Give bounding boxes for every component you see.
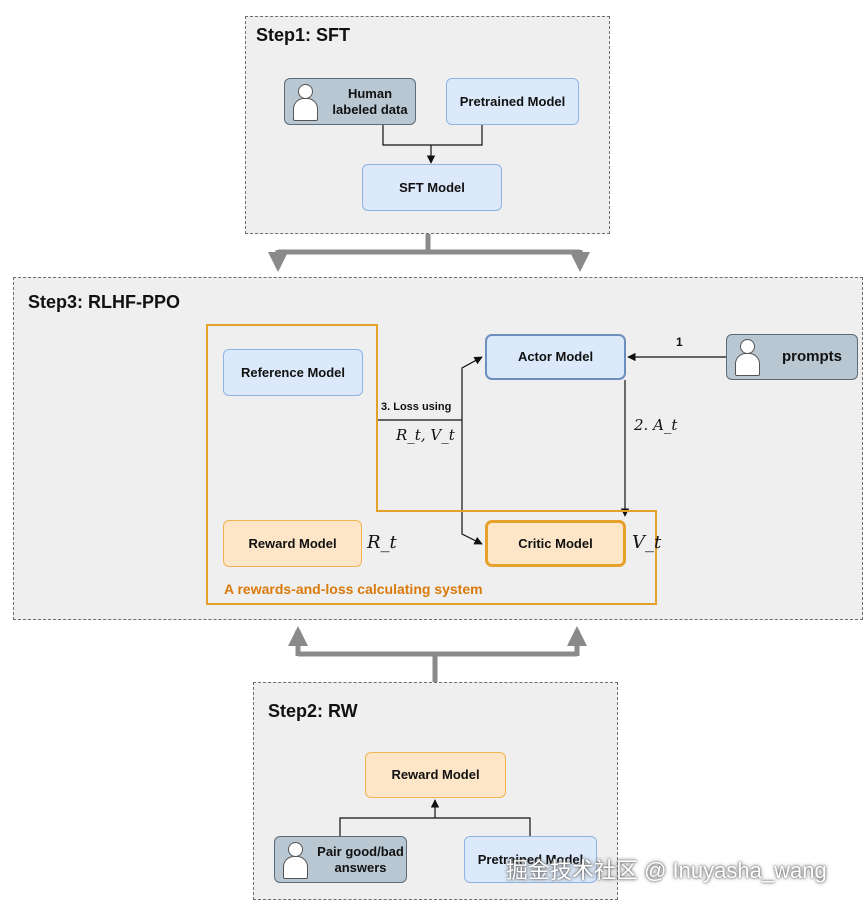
watermark: 掘金技术社区 @ Inuyasha_wang xyxy=(506,858,827,883)
pretrained2-to-reward-line xyxy=(435,817,531,836)
step3-panel: Step3: RLHF-PPO xyxy=(13,277,863,620)
critic-model-node: Critic Model xyxy=(485,520,626,567)
sft-model-label: SFT Model xyxy=(399,179,465,195)
step1-title: Step1: SFT xyxy=(256,25,351,45)
pair-answers-label: Pair good/bad answers xyxy=(317,843,404,875)
loss-to-actor-arrow xyxy=(461,356,483,420)
sft-model-node: SFT Model xyxy=(362,164,502,211)
system-label: A rewards-and-loss calculating system xyxy=(224,581,483,597)
person-icon xyxy=(735,339,760,376)
human-labeled-data-node: Human labeled data xyxy=(284,78,416,125)
edge1-label: 1 xyxy=(676,335,683,349)
reference-model-node: Reference Model xyxy=(223,349,363,396)
person-icon xyxy=(283,841,308,879)
reward-model-node-step2: Reward Model xyxy=(365,752,506,798)
pretrained-model-node: Pretrained Model xyxy=(446,78,579,125)
reward-model-node-step3: Reward Model xyxy=(223,520,362,567)
pair-to-reward-line xyxy=(339,817,435,836)
reward-model-label-step3: Reward Model xyxy=(248,535,337,551)
step2-title: Step2: RW xyxy=(268,701,358,721)
critic-var: V_t xyxy=(632,532,662,553)
pretrained-model-node-step2: Pretrained Model xyxy=(464,836,597,883)
pretrained-model-label-step2: Pretrained Model xyxy=(477,851,584,867)
reference-model-label: Reference Model xyxy=(240,364,346,380)
human-labeled-data-label: Human labeled data xyxy=(332,85,408,117)
critic-model-label: Critic Model xyxy=(518,535,593,551)
step3-title: Step3: RLHF-PPO xyxy=(28,292,181,312)
pretrained-model-label: Pretrained Model xyxy=(459,93,566,109)
loss-label: 3. Loss using xyxy=(381,401,452,413)
actor-model-node: Actor Model xyxy=(485,334,626,380)
pair-answers-node: Pair good/bad answers xyxy=(274,836,407,883)
system-boundary-shape xyxy=(206,324,657,605)
person-icon xyxy=(293,83,318,121)
prompts-label: prompts xyxy=(782,348,842,365)
loss-vars: R_t, V_t xyxy=(396,426,455,444)
reward-var: R_t xyxy=(367,532,397,553)
advantage-label: 2. A_t xyxy=(634,416,678,434)
human-to-sft-line xyxy=(382,125,431,146)
reward-model-label-step2: Reward Model xyxy=(391,767,480,782)
pretrained-to-sft-line xyxy=(431,125,483,146)
prompts-node: prompts xyxy=(726,334,858,380)
loss-to-critic-arrow xyxy=(461,420,483,545)
actor-model-label: Actor Model xyxy=(517,349,594,364)
